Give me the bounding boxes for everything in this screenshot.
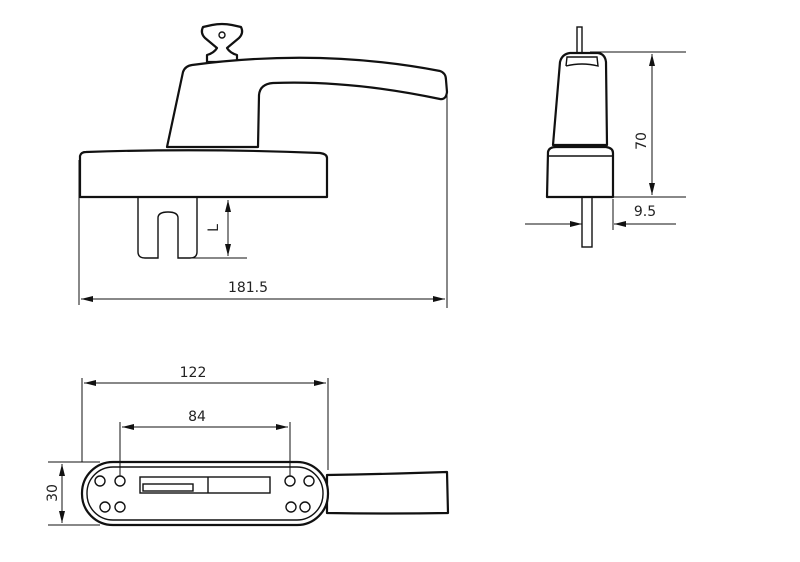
handle-lever-bottom [325,470,450,515]
side-view: 70 9.5 [525,26,686,248]
bottom-view: 122 84 30 [45,365,450,527]
screw-holes [94,475,315,513]
base-length-label: 122 [180,365,207,381]
front-view: L 181.5 [78,22,449,308]
handle-lever [165,56,449,149]
base-plate [78,149,329,199]
offset-label: 9.5 [634,204,656,220]
base-width-label: 30 [45,484,61,502]
height-label: 70 [634,132,650,150]
spindle-slot [139,476,271,494]
hole-spacing-label: 84 [188,409,206,425]
width-label: 181.5 [228,280,268,296]
spindle-length-label: L [206,224,222,232]
key [200,22,244,64]
spindle [137,197,198,259]
